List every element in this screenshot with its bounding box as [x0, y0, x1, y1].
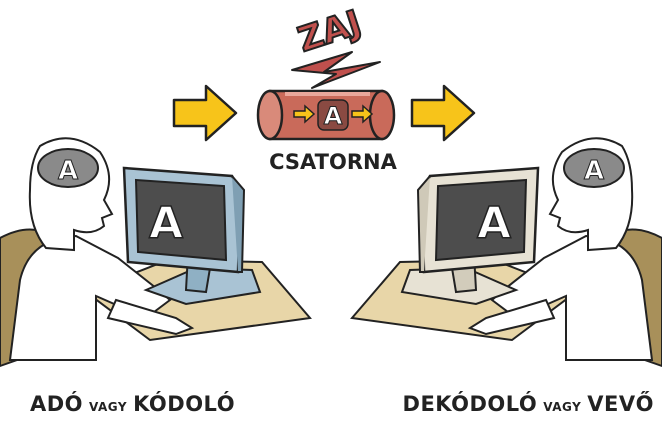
- receiver-conjunction: VAGY: [543, 400, 582, 414]
- sender-conjunction: VAGY: [89, 400, 128, 414]
- pipe-arrow-left-icon: [293, 104, 316, 124]
- receiver-screen-letter: A: [477, 198, 511, 249]
- sender-brain-icon: [37, 148, 99, 188]
- pipe-arrow-right-icon: [351, 104, 374, 124]
- noise-label: ZAJ: [293, 3, 366, 61]
- sender-alt-role: KÓDOLÓ: [133, 392, 236, 416]
- channel-label: CSATORNA: [269, 150, 397, 174]
- pipe-letter: A: [324, 102, 343, 130]
- flow-arrow-left-icon: [172, 84, 238, 142]
- channel-pipe: A: [256, 89, 396, 141]
- receiver-label: DEKÓDOLÓ VAGY VEVŐ: [403, 392, 654, 416]
- receiver-monitor: A: [400, 166, 540, 306]
- sender-screen-letter: A: [149, 198, 183, 249]
- sender-thought-letter: A: [58, 156, 78, 186]
- sender-label: ADÓ VAGY KÓDOLÓ: [30, 392, 235, 416]
- receiver-role: DEKÓDOLÓ: [402, 392, 538, 416]
- sender-person: A: [8, 137, 195, 361]
- receiver-alt-role: VEVŐ: [587, 392, 654, 416]
- sender-monitor: A: [122, 166, 262, 306]
- receiver-thought-letter: A: [584, 156, 604, 186]
- flow-arrow-right-icon: [410, 84, 476, 142]
- receiver-person: A: [467, 137, 654, 361]
- sender-role: ADÓ: [30, 392, 84, 416]
- noise-symbol: ZAJ: [291, 2, 381, 89]
- receiver-brain-icon: [563, 148, 625, 188]
- lightning-icon: [291, 51, 381, 89]
